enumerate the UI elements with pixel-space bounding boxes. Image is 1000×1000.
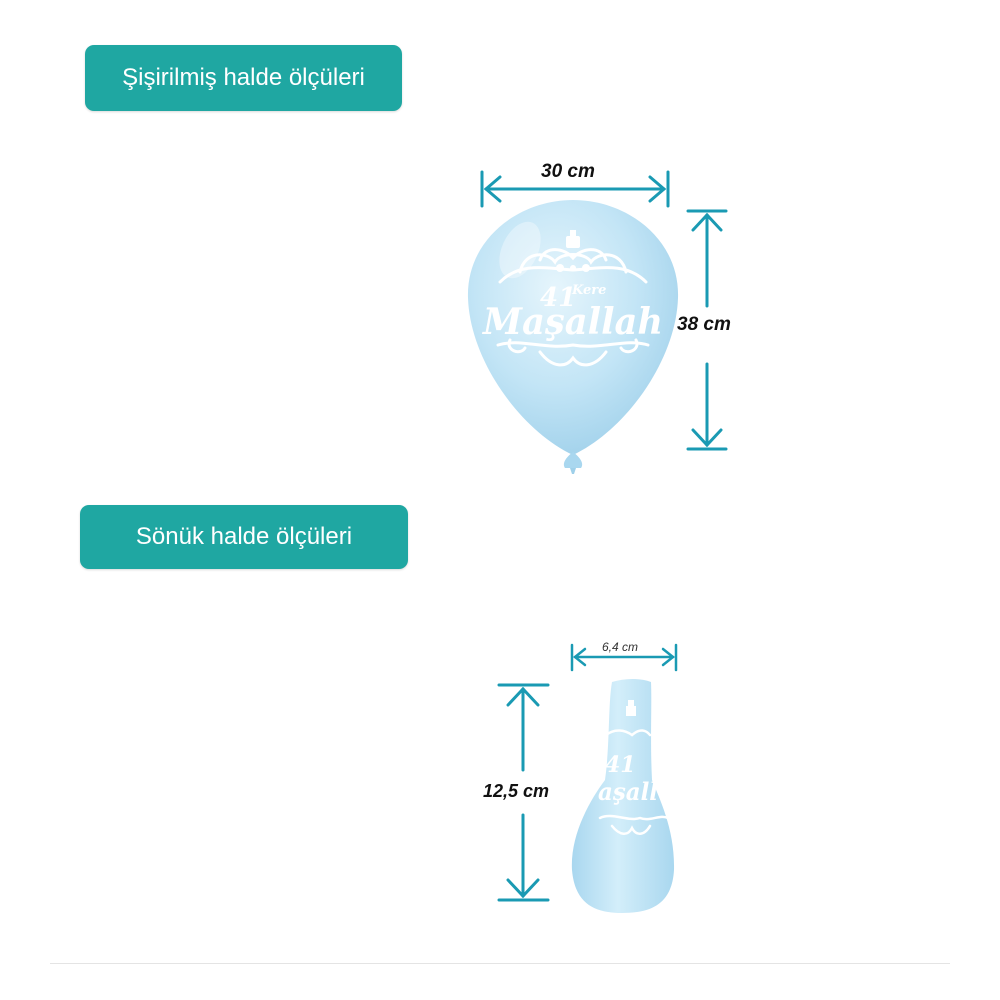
deflated-size-title: Sönük halde ölçüleri <box>135 523 353 550</box>
balloon-print-superscript: Kere <box>571 283 606 298</box>
inflated-width-label: 30 cm <box>541 161 595 182</box>
inflated-width-arrow-icon <box>480 170 670 208</box>
deflated-balloon-icon: 41 aşall <box>571 679 675 913</box>
deflated-height-label: 12,5 cm <box>483 781 550 801</box>
balloon-print-name: Maşallah <box>481 301 663 343</box>
deflated-height-arrow-icon <box>497 683 550 902</box>
inflated-balloon-icon: 41 Kere Maşallah <box>467 200 679 474</box>
deflated-width-label: 6,4 cm <box>602 640 639 654</box>
inflated-height-arrow-icon <box>686 209 728 451</box>
svg-text:aşall: aşall <box>598 777 658 806</box>
inflated-height-label: 38 cm <box>677 314 731 335</box>
inflated-size-header: Şişirilmiş halde ölçüleri <box>85 45 402 111</box>
bottom-divider <box>50 963 950 964</box>
deflated-width-arrow-icon <box>570 643 678 672</box>
inflated-size-title: Şişirilmiş halde ölçüleri <box>122 64 365 91</box>
deflated-size-header: Sönük halde ölçüleri <box>80 505 408 569</box>
svg-text:41: 41 <box>605 752 636 778</box>
balloon-print-number: 41 <box>540 283 576 313</box>
